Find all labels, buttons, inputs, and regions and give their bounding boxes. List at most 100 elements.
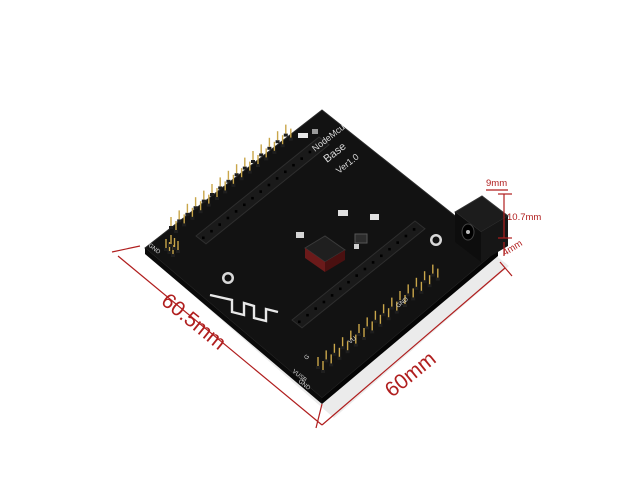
header-socket-hole	[404, 234, 408, 238]
header-socket-hole	[292, 163, 295, 167]
header-socket-hole	[267, 183, 271, 187]
header-socket-hole	[330, 294, 334, 297]
pin-base	[345, 350, 350, 354]
label-jack-height: 10.7mm	[507, 212, 541, 223]
label-jack-top: 9mm	[486, 178, 507, 189]
pin-base	[267, 146, 272, 150]
pin-base	[234, 173, 239, 177]
pin-base	[169, 226, 173, 229]
pin-base	[337, 356, 342, 360]
header-socket-hole	[308, 150, 312, 154]
pin-base	[324, 359, 329, 363]
pin-base	[419, 290, 424, 294]
pin-base	[264, 157, 269, 161]
header-socket-hole	[380, 254, 383, 258]
dim-line-depth	[117, 255, 323, 426]
pin-base	[223, 190, 228, 194]
pin-base	[362, 337, 366, 340]
upper-female-header-strip	[195, 136, 330, 245]
pin-base	[288, 137, 293, 141]
header-socket-hole	[243, 203, 246, 207]
pin-base	[215, 197, 219, 200]
pin-base	[206, 203, 211, 207]
header-socket-hole	[202, 236, 205, 240]
pin-base	[174, 230, 178, 233]
pin-base	[389, 306, 394, 310]
lower-socket-strip	[291, 220, 426, 329]
pin-base	[340, 346, 345, 350]
pin-base	[272, 150, 277, 154]
pin-base	[177, 219, 182, 223]
pin-base	[353, 343, 358, 347]
pin-base	[193, 206, 198, 210]
pin-base	[381, 313, 386, 317]
pin-base	[251, 160, 255, 163]
pin-base	[398, 300, 402, 303]
pin-base	[373, 319, 378, 323]
capacitor-2	[338, 210, 348, 216]
pin-base	[406, 293, 411, 297]
upper-socket-strip	[195, 136, 330, 245]
pin-base	[386, 317, 391, 321]
header-socket-hole	[396, 241, 399, 244]
header-socket-hole	[339, 287, 342, 291]
pin-base	[172, 247, 177, 250]
header-socket-hole	[251, 196, 254, 200]
dim-line-width	[321, 267, 506, 426]
pin-base	[321, 370, 325, 373]
pin-base	[171, 254, 175, 257]
header-socket-hole	[300, 157, 303, 160]
header-socket-hole	[306, 313, 309, 317]
header-socket-hole	[226, 216, 230, 220]
pin-base	[378, 323, 383, 327]
pin-base	[226, 179, 231, 183]
pin-base	[283, 133, 288, 137]
pin-base	[430, 273, 435, 277]
pin-base	[348, 339, 353, 343]
pin-base	[357, 333, 361, 336]
pin-base	[316, 366, 320, 369]
pin-base	[218, 186, 223, 190]
silk-g: G	[304, 354, 312, 362]
pin-base	[435, 277, 440, 281]
pin-base	[190, 216, 195, 220]
pin-base	[411, 297, 416, 301]
inductor-side	[305, 248, 325, 272]
pin-base	[198, 210, 203, 214]
header-socket-hole	[316, 144, 320, 147]
pin-base	[414, 286, 419, 290]
pin-base	[256, 164, 260, 167]
header-socket-hole	[363, 267, 367, 271]
pin-base	[182, 223, 187, 227]
header-socket-hole	[322, 300, 326, 304]
regulator-ic	[354, 233, 368, 244]
pcb-edge-right	[322, 250, 498, 404]
header-socket-hole	[298, 320, 301, 324]
header-socket-hole	[275, 177, 279, 180]
pin-base	[275, 140, 280, 144]
header-socket-hole	[371, 261, 375, 264]
led-resistor	[312, 129, 318, 134]
capacitor-1	[296, 232, 304, 238]
pin-base	[164, 248, 168, 251]
pin-base	[231, 183, 236, 187]
pin-base	[169, 244, 173, 247]
pin-base	[259, 153, 264, 157]
pin-base	[201, 199, 206, 203]
capacitor-3	[370, 214, 379, 220]
header-socket-hole	[355, 274, 358, 277]
pin-base	[247, 170, 252, 174]
antenna-trace-logo	[209, 293, 279, 323]
resistor-1	[354, 244, 359, 249]
pin-base	[167, 251, 172, 254]
pin-base	[239, 177, 244, 181]
lower-female-header-strip	[291, 220, 426, 329]
pin-base	[427, 284, 432, 288]
pin-base	[242, 166, 247, 170]
header-socket-hole	[284, 170, 287, 174]
header-socket-hole	[388, 247, 391, 251]
silk-vu: VU	[348, 336, 358, 346]
pin-base	[394, 310, 399, 314]
header-socket-hole	[314, 307, 317, 310]
